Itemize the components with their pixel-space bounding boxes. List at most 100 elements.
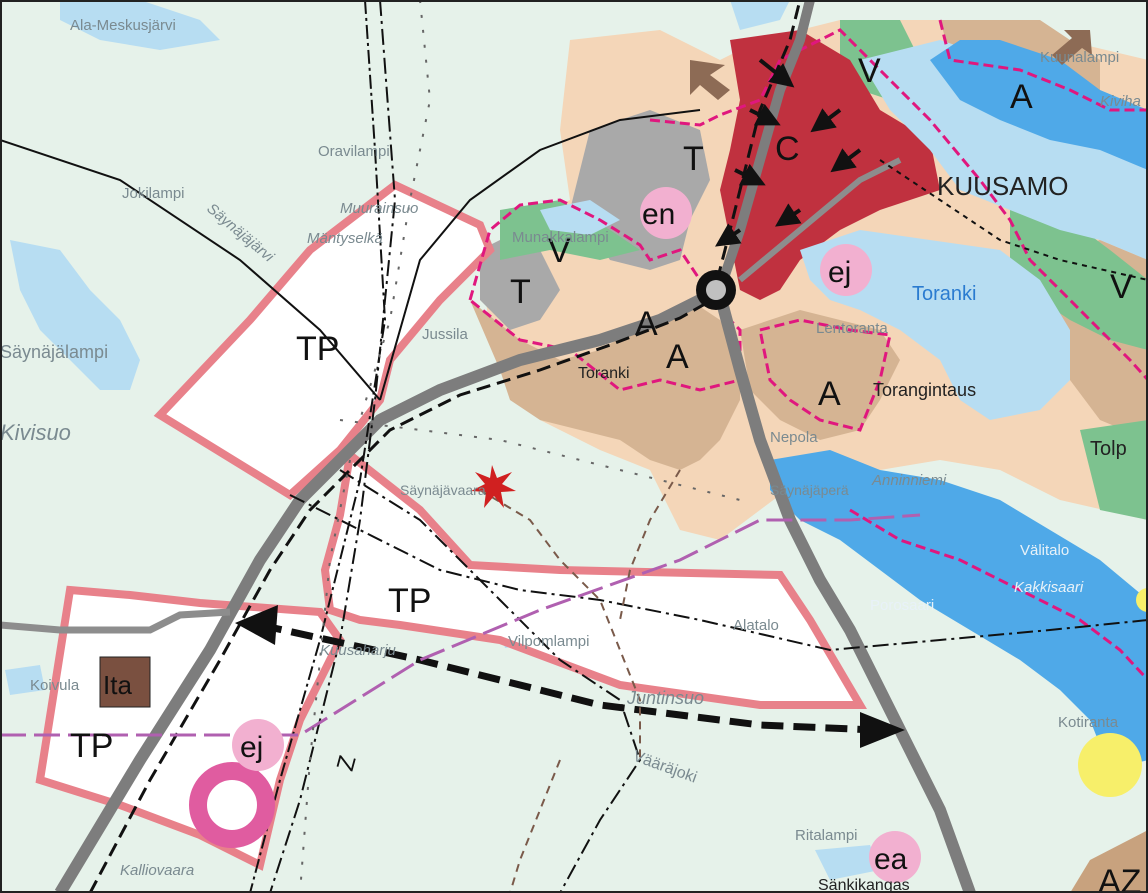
zone-label-a-2: A xyxy=(666,338,689,376)
recreation-area-east xyxy=(1010,210,1148,350)
ita-box xyxy=(99,656,151,708)
place-kivisuo: Kivisuo xyxy=(0,420,71,445)
road-town-diagonal xyxy=(738,157,902,283)
tp-area-west xyxy=(153,180,495,500)
planning-boundary-north xyxy=(938,19,1148,112)
trail-2 xyxy=(619,469,681,621)
zone-label-v-north: V xyxy=(858,52,881,90)
place-kotiranta: Kotiranta xyxy=(1058,714,1119,731)
zone-label-z: Z xyxy=(332,753,362,774)
planned-junction-icon xyxy=(189,762,275,848)
place-kalliovaara: Kalliovaara xyxy=(120,862,194,879)
place-anninniemi: Anninniemi xyxy=(871,472,947,489)
place-oravilampi: Oravilampi xyxy=(318,143,390,160)
planned-road-overlay xyxy=(88,0,802,893)
place-valitalo: Välitalo xyxy=(1020,542,1069,559)
zone-label-a-1: A xyxy=(635,305,658,343)
place-alatalo: Alatalo xyxy=(733,617,779,634)
place-tolp: Tolp xyxy=(1090,438,1127,460)
lake-kuusamojarvi xyxy=(860,40,1148,260)
place-ala-meskusjarvi: Ala-Meskusjärvi xyxy=(70,17,176,34)
place-kakkisaari: Kakkisaari xyxy=(1014,579,1084,596)
direction-arrow-1 xyxy=(758,58,795,88)
recreation-area-south-east xyxy=(1080,420,1148,520)
lake-saynajapera xyxy=(770,450,1148,770)
place-koivula: Koivula xyxy=(30,677,80,694)
place-saynajavaara: Säynäjävaara xyxy=(400,482,486,498)
special-area-yellow-edge xyxy=(1136,588,1148,612)
ej-circle-2 xyxy=(232,719,284,771)
development-arrow-head-east xyxy=(860,712,905,748)
municipal-boundary-line xyxy=(0,513,921,737)
place-lentoranta: Lentoranta xyxy=(816,320,888,337)
zone-label-v-east: V xyxy=(1110,268,1133,306)
railway-line xyxy=(249,0,387,893)
planning-boundary-east xyxy=(758,318,892,432)
lake-koivula xyxy=(5,665,45,695)
place-munakkalampi: Munakkalampi xyxy=(512,229,609,246)
place-toranki-village: Toranki xyxy=(578,365,630,382)
development-arrow-line xyxy=(259,621,876,734)
place-vilpomlampi: Vilpomlampi xyxy=(508,633,589,650)
direction-arrow-6 xyxy=(775,203,802,227)
lake-ritalampi xyxy=(815,845,880,880)
place-juntinsuo: Juntinsuo xyxy=(626,688,704,708)
zone-label-c: C xyxy=(775,130,800,168)
zone-label-t-1: T xyxy=(683,140,704,178)
ski-track-3 xyxy=(299,459,351,893)
place-porosaari: Porosaari xyxy=(870,597,934,614)
residential-area-toranki xyxy=(470,300,740,470)
place-kiviha: Kiviha xyxy=(1100,93,1141,110)
zone-label-a-north: A xyxy=(1010,78,1033,116)
heritage-star-icon xyxy=(471,465,516,508)
lake-saynajalampi xyxy=(10,240,140,390)
ej-label-2: ej xyxy=(240,731,263,764)
en-circle xyxy=(640,187,692,239)
lake-upper-right xyxy=(730,0,790,30)
direction-arrow-5 xyxy=(715,223,742,247)
place-saynajapera: Säynäjäperä xyxy=(770,482,849,498)
planning-boundary-lake xyxy=(849,508,1148,682)
boundary-line-east xyxy=(879,159,1148,281)
place-ritalampi: Ritalampi xyxy=(795,827,858,844)
lake-ala-meskusjarvi xyxy=(60,0,220,50)
special-area-yellow xyxy=(1078,733,1142,797)
expansion-arrow-northwest xyxy=(690,60,730,100)
trail-1 xyxy=(479,489,641,760)
place-mantyselka: Mäntyselkä xyxy=(307,230,383,247)
place-kuusaharju: Kuusaharju xyxy=(320,642,397,659)
place-muurainsuo: Muurainsuo xyxy=(340,200,418,217)
power-line-5 xyxy=(339,469,642,893)
zone-label-tp-middle: TP xyxy=(388,582,431,620)
tp-area-middle xyxy=(320,447,867,709)
place-sankikangas: Sänkikangas xyxy=(818,877,910,893)
expansion-arrow-northeast xyxy=(1052,30,1092,65)
ej-label-1: ej xyxy=(828,256,851,289)
direction-arrow-4 xyxy=(734,163,766,186)
zone-label-az: AZ xyxy=(1098,863,1141,893)
ea-label: ea xyxy=(874,843,908,876)
ea-circle xyxy=(869,831,921,883)
junction-icon-inner xyxy=(706,280,726,300)
place-jussila: Jussila xyxy=(422,326,469,343)
town-name: KUUSAMO xyxy=(937,171,1068,201)
road-main-west xyxy=(54,284,723,893)
zone-label-v-west: V xyxy=(548,232,571,270)
en-label: en xyxy=(642,198,675,231)
residential-area-south-east xyxy=(1070,830,1148,893)
power-line-3 xyxy=(379,109,701,401)
direction-arrow-7 xyxy=(749,103,781,126)
zone-label-tp-south: TP xyxy=(70,727,113,765)
road-main-south xyxy=(714,293,976,893)
zone-label-ita: Ita xyxy=(103,670,132,700)
place-jokilampi: Jokilampi xyxy=(122,185,185,202)
zone-label-tp-west: TP xyxy=(296,330,339,368)
residential-area-east xyxy=(740,310,900,440)
lake-north-blue xyxy=(930,40,1148,170)
place-toranki-lake: Toranki xyxy=(912,283,976,305)
power-line-4 xyxy=(289,494,1148,652)
place-torangintaus: Torangintaus xyxy=(873,380,976,400)
direction-arrow-2 xyxy=(810,108,842,133)
